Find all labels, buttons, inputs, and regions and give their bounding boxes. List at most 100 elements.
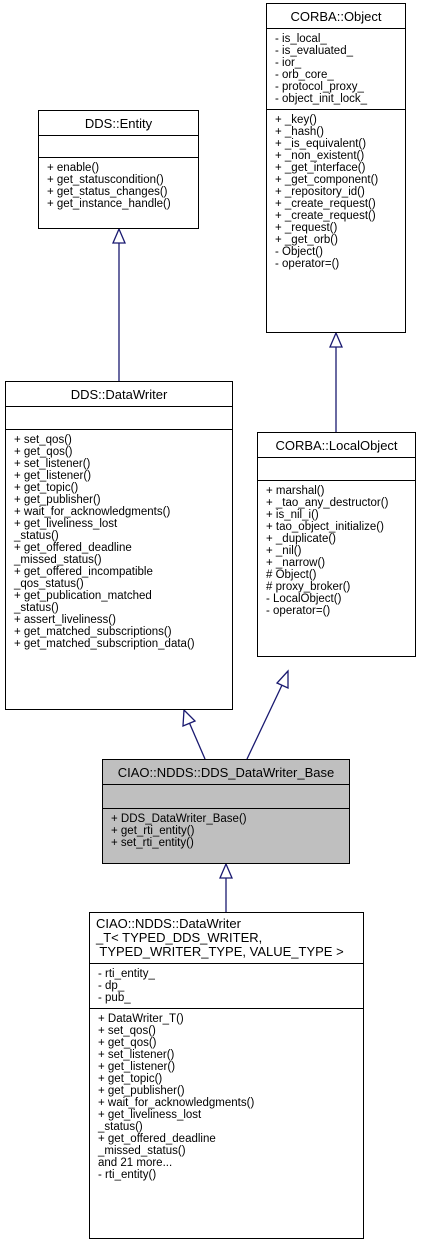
method-line: + set_listener() [98, 1049, 175, 1061]
method-line: + get_qos() [98, 1037, 157, 1049]
method-line: + _duplicate() [266, 533, 336, 545]
method-line: + get_status_changes() [47, 186, 168, 198]
method-line: + _get_orb() [275, 234, 338, 246]
method-line: # Object() [266, 569, 317, 581]
method-line: + get_publisher() [98, 1085, 185, 1097]
attribute-line: - is_evaluated_ [275, 45, 353, 57]
class-title-line: TYPED_WRITER_TYPE, VALUE_TYPE > [96, 944, 344, 959]
attribute-line: - object_init_lock_ [275, 93, 368, 105]
method-line: + get_statuscondition() [47, 174, 164, 186]
method-line: _missed_status() [14, 554, 102, 566]
methods-section: + marshal()+ _tao_any_destructor()+ is_n… [258, 480, 415, 621]
method-line: + DataWriter_T() [98, 1013, 184, 1025]
method-line: + get_topic() [98, 1073, 163, 1085]
attribute-line: - pub_ [98, 992, 131, 1004]
method-line: + _request() [275, 222, 338, 234]
method-line: + get_offered_deadline [98, 1133, 216, 1145]
method-line: + _non_existent() [275, 150, 365, 162]
method-line: + get_matched_subscription_data() [14, 638, 195, 650]
class-title: DDS::DataWriter [70, 387, 168, 402]
method-line: _status() [98, 1121, 143, 1133]
method-line: + assert_liveliness() [14, 614, 116, 626]
method-line: + get_listener() [98, 1061, 176, 1073]
attribute-line: - dp_ [98, 980, 125, 992]
attributes-section: - is_local_- is_evaluated_- ior_- orb_co… [267, 28, 405, 109]
class-title: CIAO::NDDS::DataWriter_T< TYPED_DDS_WRIT… [90, 913, 363, 963]
method-line: + is_nil_i() [266, 509, 319, 521]
attribute-line: - orb_core_ [275, 69, 334, 81]
method-line: + marshal() [266, 485, 325, 497]
entity-inheritance-arrowhead [112, 227, 126, 244]
method-line: + get_offered_deadline [14, 542, 132, 554]
class-title: CORBA::Object [290, 9, 382, 24]
class-dds-datawriter-base[interactable]: CIAO::NDDS::DDS_DataWriter_Base + DDS_Da… [102, 759, 350, 864]
class-dds-entity[interactable]: DDS::Entity + enable()+ get_statuscondit… [38, 110, 199, 229]
class-title-line: CIAO::NDDS::DataWriter [96, 916, 241, 931]
attribute-line: - protocol_proxy_ [275, 81, 364, 93]
methods-section: + _key()+ _hash()+ _is_equivalent()+ _no… [267, 109, 405, 274]
method-line: + enable() [47, 162, 100, 174]
method-line: + get_matched_subscriptions() [14, 626, 172, 638]
method-line: + set_qos() [98, 1025, 156, 1037]
method-line: _status() [14, 530, 59, 542]
method-line: + get_qos() [14, 446, 73, 458]
method-line: + _get_interface() [275, 162, 366, 174]
class-title: CIAO::NDDS::DDS_DataWriter_Base [117, 765, 335, 780]
datawriter-inheritance-arrowhead [182, 708, 197, 728]
class-datawriter-t[interactable]: CIAO::NDDS::DataWriter_T< TYPED_DDS_WRIT… [89, 912, 364, 1239]
method-line: + _narrow() [266, 557, 326, 569]
method-line: + _is_equivalent() [275, 138, 367, 150]
method-line: + _create_request() [275, 210, 376, 222]
method-line: + _key() [275, 114, 317, 126]
method-line: + _repository_id() [275, 186, 365, 198]
base-to-datawriter-line [188, 721, 206, 760]
method-line: + _nil() [266, 545, 302, 557]
method-line: _qos_status() [14, 578, 84, 590]
method-line: + get_offered_incompatible [14, 566, 153, 578]
method-line: _missed_status() [98, 1145, 186, 1157]
method-line: + _create_request() [275, 198, 376, 210]
methods-section: + DataWriter_T()+ set_qos()+ get_qos()+ … [90, 1008, 363, 1185]
method-line: + tao_object_initialize() [266, 521, 384, 533]
method-line: + set_listener() [14, 458, 91, 470]
class-corba-localobject[interactable]: CORBA::LocalObject + marshal()+ _tao_any… [257, 432, 416, 657]
method-line: - operator=() [275, 258, 340, 270]
methods-section: + enable()+ get_statuscondition()+ get_s… [39, 157, 198, 214]
attributes-section [103, 784, 349, 808]
class-title: CORBA::LocalObject [275, 438, 398, 453]
method-line: + set_rti_entity() [111, 837, 194, 849]
method-line: - LocalObject() [266, 593, 342, 605]
class-title-line: _T< TYPED_DDS_WRITER, [96, 930, 263, 945]
method-line: + get_topic() [14, 482, 79, 494]
class-corba-object[interactable]: CORBA::Object - is_local_- is_evaluated_… [266, 3, 406, 333]
attributes-section [258, 457, 415, 480]
method-line: + _hash() [275, 126, 324, 138]
method-line: - rti_entity() [98, 1169, 157, 1181]
method-line: - Object() [275, 246, 323, 258]
attributes-section [6, 406, 232, 429]
attribute-line: - rti_entity_ [98, 968, 155, 980]
method-line: + get_instance_handle() [47, 198, 171, 210]
method-line: + wait_for_acknowledgments() [14, 506, 171, 518]
method-line: + DDS_DataWriter_Base() [111, 813, 247, 825]
methods-section: + set_qos()+ get_qos()+ set_listener()+ … [6, 429, 232, 654]
methods-section: + DDS_DataWriter_Base()+ get_rti_entity(… [103, 808, 349, 853]
method-line: + _tao_any_destructor() [266, 497, 389, 509]
class-dds-datawriter[interactable]: DDS::DataWriter + set_qos()+ get_qos()+ … [5, 381, 233, 710]
method-line: + get_publisher() [14, 494, 101, 506]
method-line: + get_liveliness_lost [98, 1109, 202, 1121]
attribute-line: - is_local_ [275, 33, 327, 45]
method-line: and 21 more... [98, 1157, 173, 1169]
method-line: + set_qos() [14, 434, 72, 446]
method-line: # proxy_broker() [266, 581, 351, 593]
method-line: + get_rti_entity() [111, 825, 195, 837]
attributes-section: - rti_entity_- dp_- pub_ [90, 963, 363, 1008]
method-line: _status() [14, 602, 59, 614]
base-inheritance-arrowhead [219, 862, 233, 879]
base-to-localobject-line [246, 682, 284, 760]
method-line: + get_listener() [14, 470, 92, 482]
class-title: DDS::Entity [84, 116, 153, 131]
method-line: + _get_component() [275, 174, 379, 186]
method-line: + wait_for_acknowledgments() [98, 1097, 255, 1109]
